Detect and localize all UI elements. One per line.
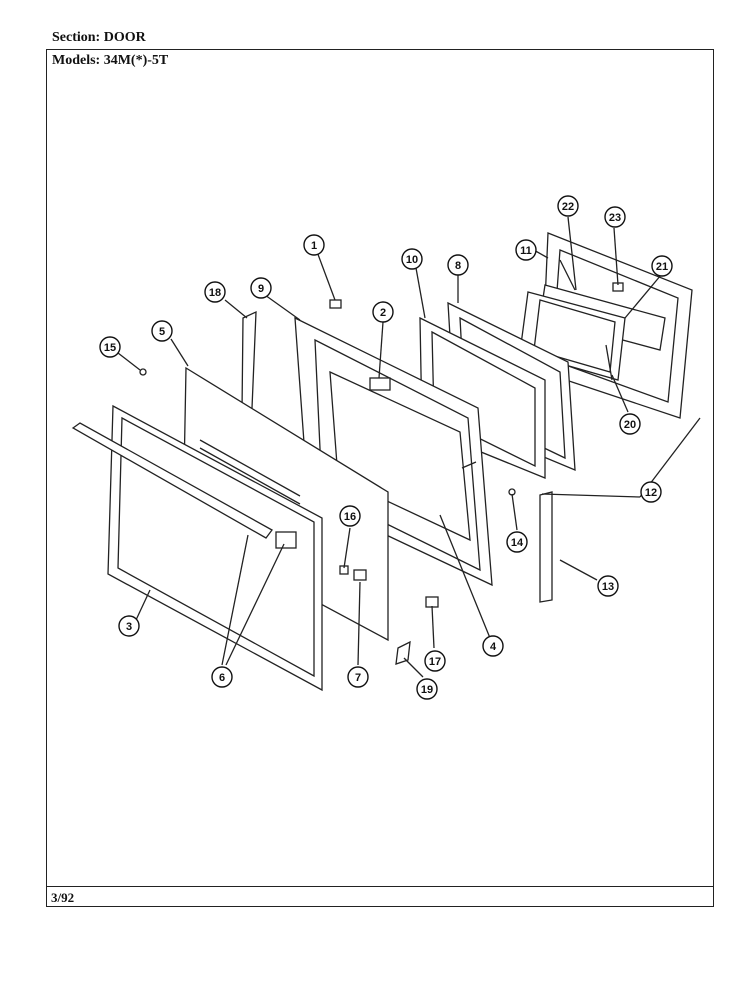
part-small-19: [395, 640, 411, 665]
callout-7: 7: [347, 666, 369, 688]
svg-text:20: 20: [624, 419, 636, 431]
svg-text:17: 17: [429, 656, 441, 668]
models-heading: Models: 34M(*)-5T: [52, 53, 168, 69]
svg-text:5: 5: [159, 326, 165, 338]
svg-text:8: 8: [455, 260, 461, 272]
section-value: DOOR: [103, 30, 146, 45]
callout-13: 13: [597, 575, 619, 597]
revision-date: 3/92: [51, 890, 75, 905]
svg-text:15: 15: [104, 342, 116, 354]
part-clip: [329, 299, 342, 309]
section-label: Section:: [52, 30, 101, 45]
models-value: 34M(*)-5T: [103, 53, 169, 68]
svg-text:6: 6: [219, 672, 225, 684]
part-handle-bracket: [275, 531, 297, 549]
svg-text:19: 19: [421, 684, 433, 696]
callout-10: 10: [401, 248, 423, 270]
part-small-17: [425, 596, 439, 608]
svg-text:14: 14: [511, 537, 524, 549]
callout-23: 23: [604, 206, 626, 228]
callout-18: 18: [204, 281, 226, 303]
callout-9: 9: [250, 277, 272, 299]
part-door-liner: [294, 316, 493, 587]
callout-17: 17: [424, 650, 446, 672]
callout-12: 12: [640, 481, 662, 503]
callout-6: 6: [211, 666, 233, 688]
callout-16: 16: [339, 505, 361, 527]
callout-20: 20: [619, 413, 641, 435]
callout-8: 8: [447, 254, 469, 276]
part-hinge-13: [539, 491, 553, 603]
svg-text:9: 9: [258, 283, 264, 295]
svg-text:11: 11: [520, 245, 532, 257]
footer-divider: [47, 886, 713, 887]
svg-text:4: 4: [490, 641, 497, 653]
svg-text:16: 16: [344, 511, 356, 523]
svg-text:22: 22: [562, 201, 574, 213]
callout-4: 4: [482, 635, 504, 657]
svg-text:12: 12: [645, 487, 657, 499]
callout-11: 11: [515, 239, 537, 261]
part-screw-15: [139, 368, 147, 376]
section-heading: Section: DOOR: [52, 30, 146, 46]
callout-14: 14: [506, 531, 528, 553]
svg-text:7: 7: [355, 672, 361, 684]
svg-text:2: 2: [380, 307, 386, 319]
diagram-frame: Models: 34M(*)-5T 3/92: [46, 49, 714, 907]
callout-15: 15: [99, 336, 121, 358]
leader-lines: [117, 216, 701, 678]
svg-text:13: 13: [602, 581, 614, 593]
models-label: Models:: [52, 53, 101, 68]
svg-text:1: 1: [311, 240, 317, 252]
callout-21: 21: [651, 255, 673, 277]
callout-19: 19: [416, 678, 438, 700]
part-side-strip: [241, 310, 257, 413]
svg-text:21: 21: [656, 261, 668, 273]
callout-22: 22: [557, 195, 579, 217]
callout-2: 2: [372, 301, 394, 323]
part-small-7: [353, 569, 367, 581]
part-door-handle: [71, 422, 273, 539]
svg-text:3: 3: [126, 621, 132, 633]
svg-text:18: 18: [209, 287, 221, 299]
callout-1: 1: [303, 234, 325, 256]
svg-text:10: 10: [406, 254, 418, 266]
callout-3: 3: [118, 615, 140, 637]
callout-5: 5: [151, 320, 173, 342]
svg-text:23: 23: [609, 212, 621, 224]
